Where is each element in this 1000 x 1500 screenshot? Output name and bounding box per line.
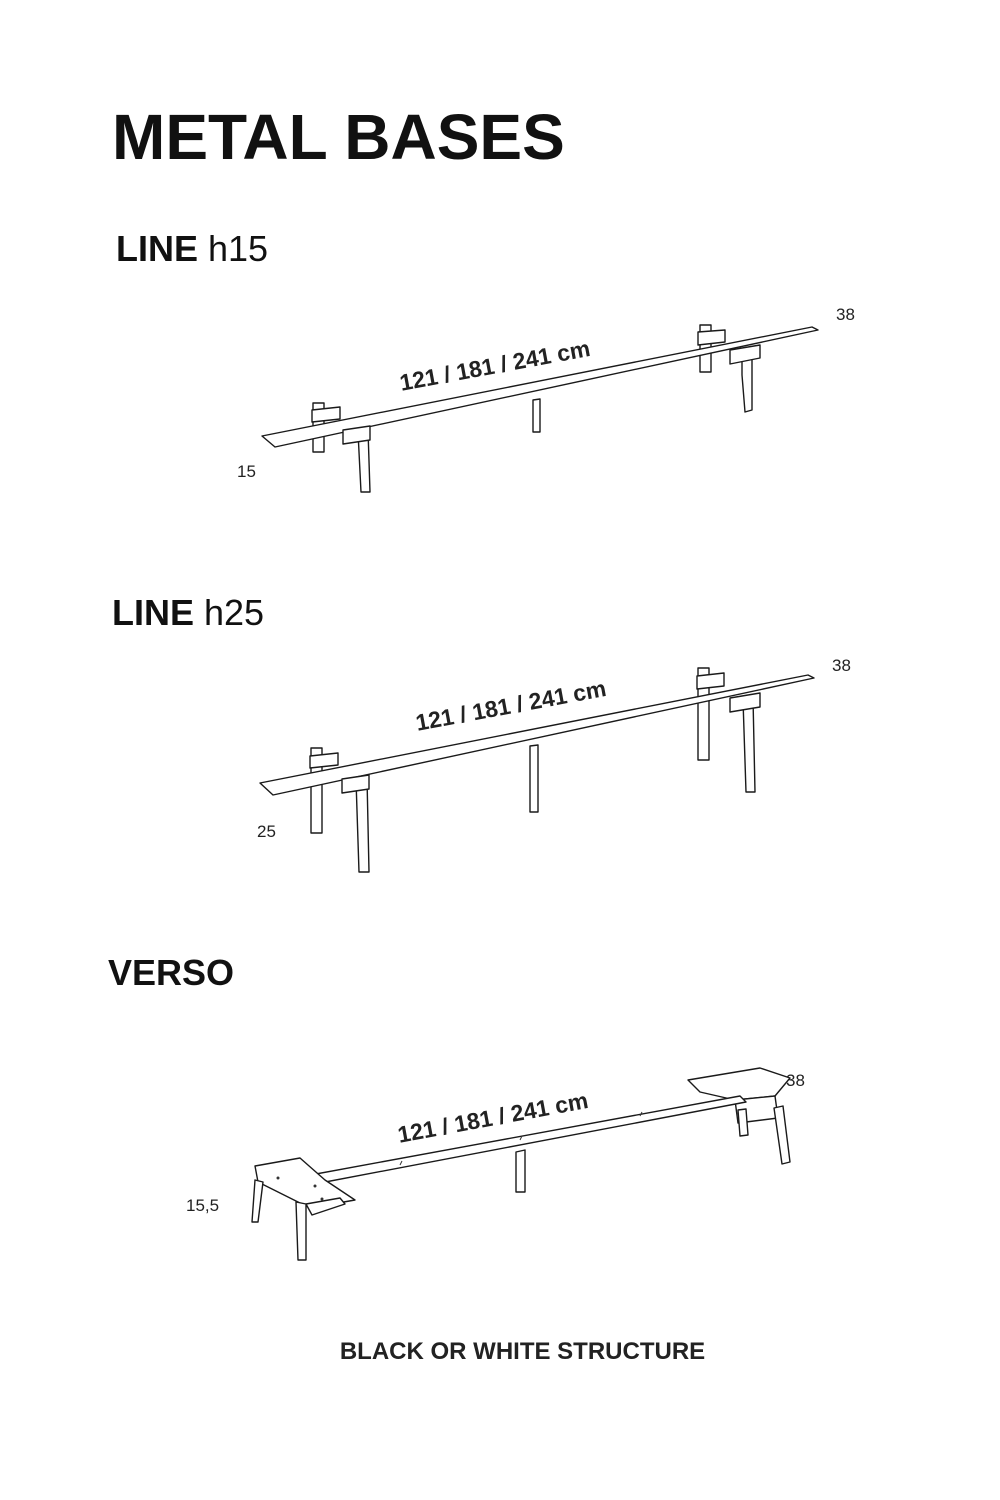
left-back-leg bbox=[251, 1179, 264, 1223]
section-height-label: h25 bbox=[194, 592, 265, 633]
section-name: LINE bbox=[116, 228, 199, 269]
section-title-line-h15: LINE h15 bbox=[116, 228, 268, 270]
back-left-bracket bbox=[309, 752, 339, 769]
right-front-leg bbox=[773, 1105, 791, 1165]
verso-base-drawing bbox=[251, 1067, 791, 1261]
section-title-line-h25: LINE h25 bbox=[112, 592, 264, 634]
shelf-bar bbox=[261, 326, 819, 448]
section-title-verso: VERSO bbox=[108, 952, 234, 994]
right-mounting-plate bbox=[687, 1067, 791, 1101]
line-h15-base-drawing bbox=[261, 324, 819, 493]
back-right-leg bbox=[697, 667, 710, 761]
front-left-leg bbox=[355, 777, 370, 873]
center-support bbox=[532, 398, 541, 433]
front-right-bracket bbox=[729, 344, 761, 365]
back-right-bracket bbox=[696, 672, 725, 690]
section-name: LINE bbox=[112, 592, 195, 633]
left-front-leg bbox=[295, 1201, 307, 1261]
front-right-leg bbox=[742, 697, 756, 793]
structure-color-note: BLACK OR WHITE STRUCTURE bbox=[339, 1338, 706, 1365]
section-name: VERSO bbox=[108, 952, 235, 993]
back-left-leg bbox=[310, 747, 323, 834]
page-title: METAL BASES bbox=[112, 101, 565, 173]
line-h25-base-drawing bbox=[259, 667, 815, 873]
depth-dimension: 38 bbox=[836, 305, 855, 324]
shelf-bar bbox=[259, 674, 815, 796]
center-support bbox=[529, 744, 539, 813]
back-left-bracket bbox=[311, 406, 341, 423]
front-right-bracket bbox=[729, 692, 761, 713]
center-support bbox=[515, 1149, 526, 1193]
height-dimension: 15 bbox=[237, 462, 256, 481]
front-left-bracket bbox=[342, 425, 371, 445]
section-height-label: h15 bbox=[198, 228, 269, 269]
height-dimension: 25 bbox=[257, 822, 276, 841]
right-back-leg bbox=[737, 1108, 749, 1137]
back-right-bracket bbox=[697, 329, 726, 346]
left-leg-brace bbox=[305, 1197, 346, 1216]
height-dimension: 15,5 bbox=[186, 1196, 220, 1215]
depth-dimension: 38 bbox=[832, 656, 851, 675]
depth-dimension: 38 bbox=[786, 1071, 805, 1090]
front-left-bracket bbox=[341, 774, 370, 794]
